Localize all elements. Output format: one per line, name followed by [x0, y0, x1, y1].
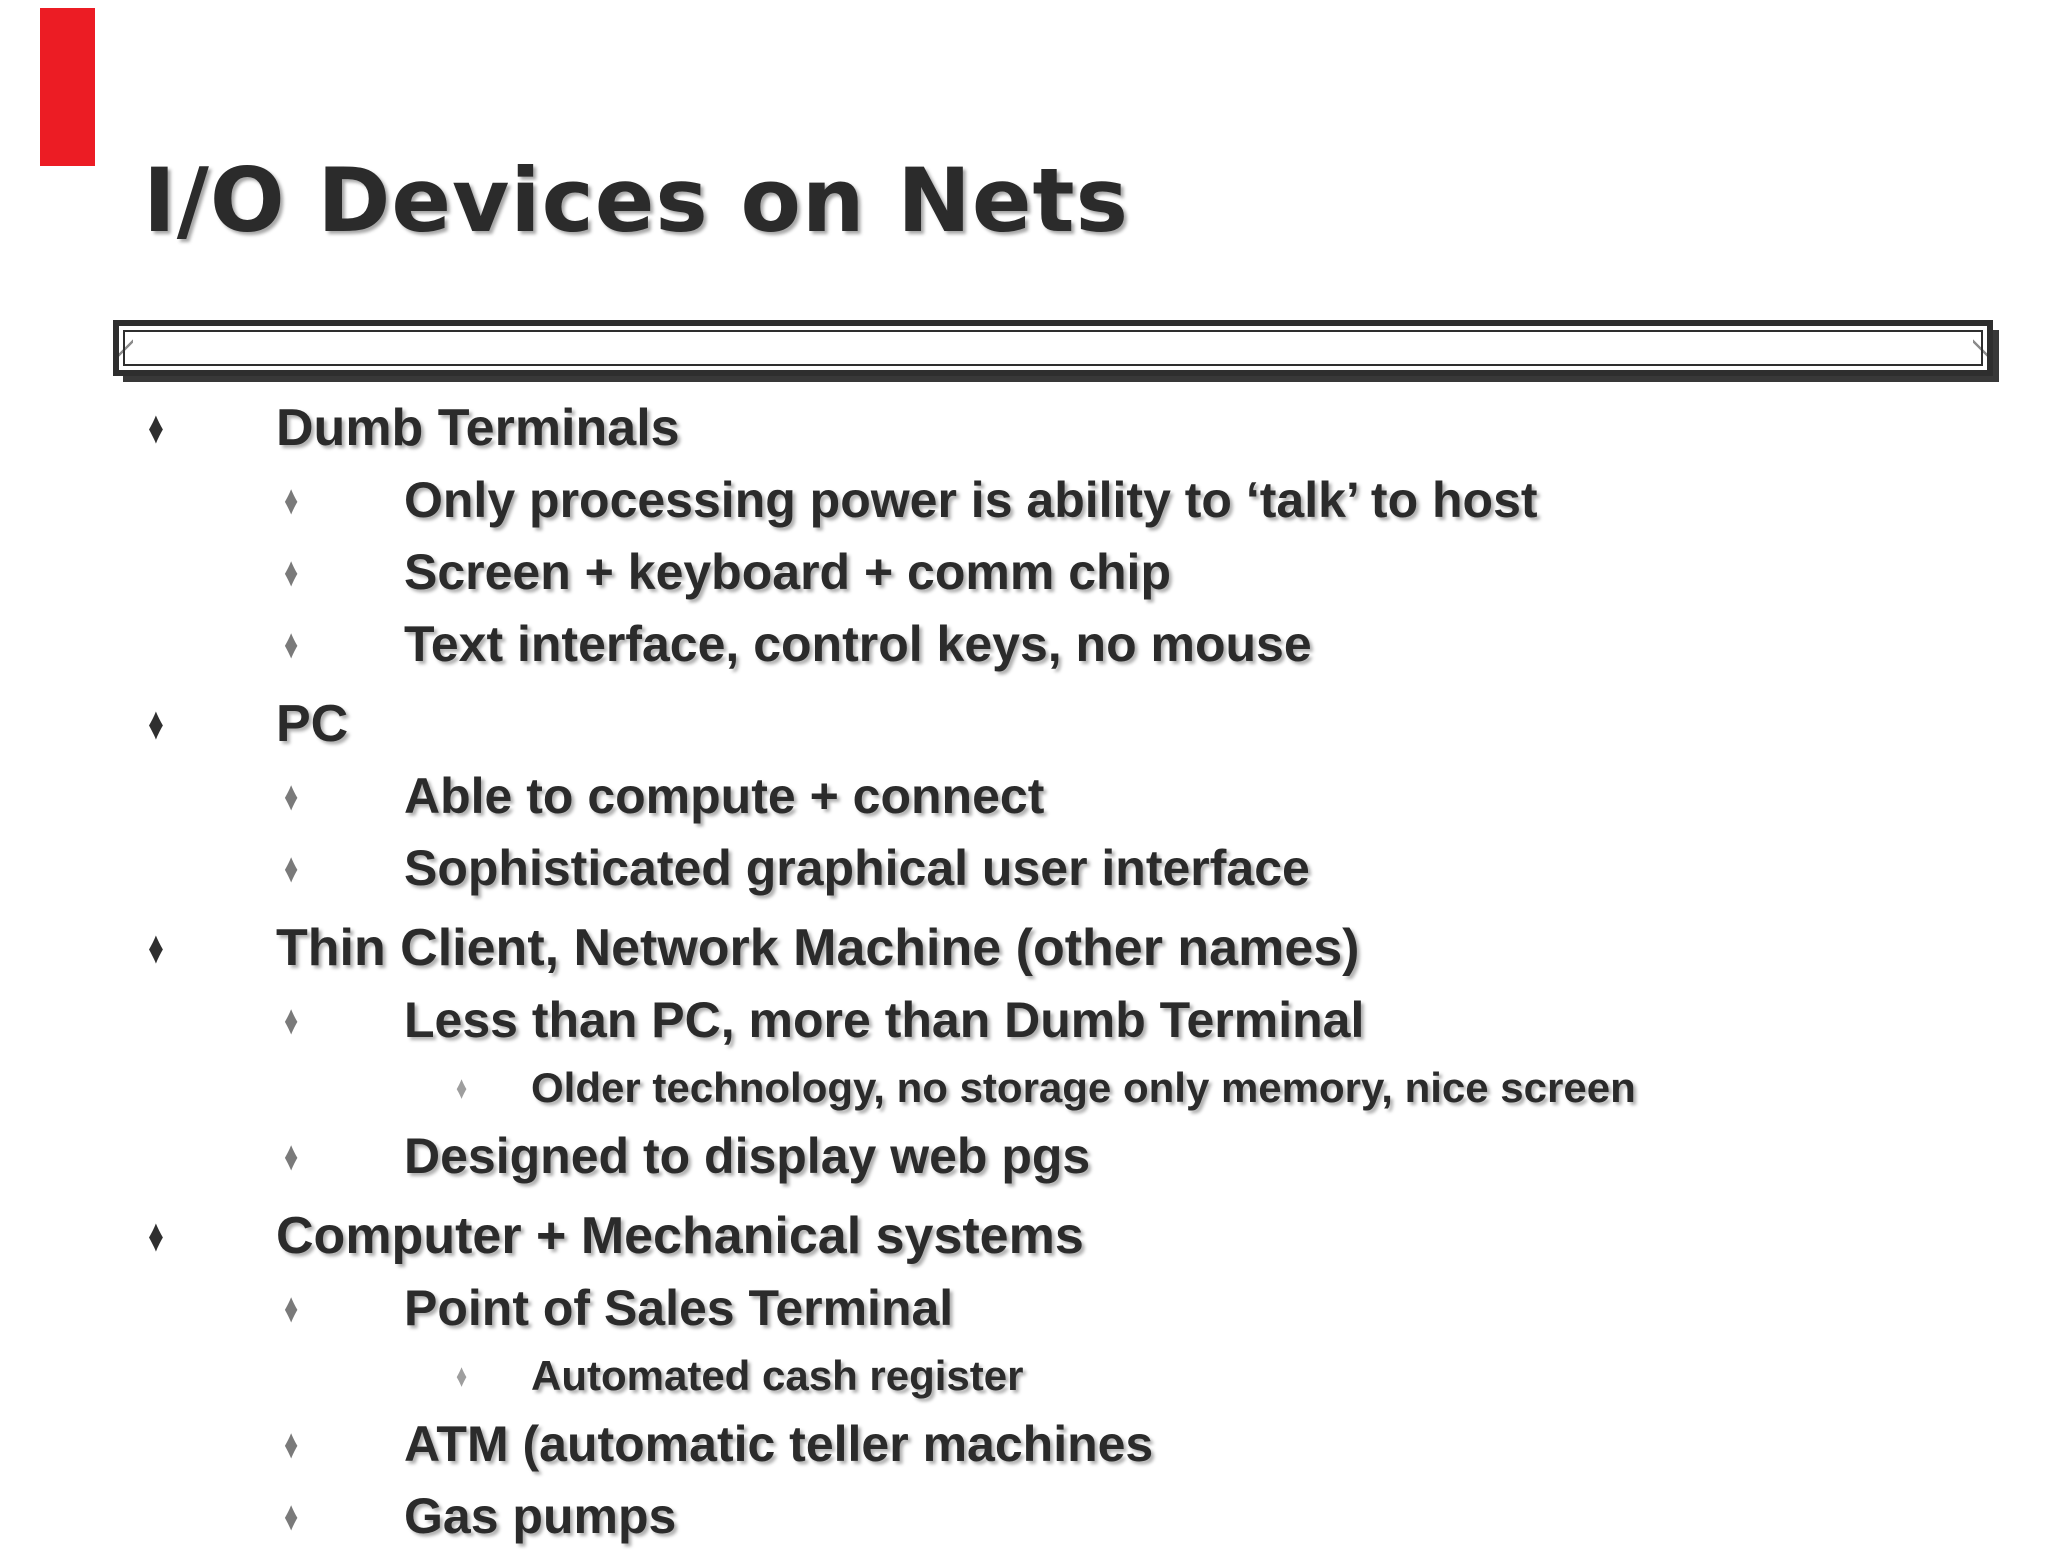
bullet-row-level1: ♦ Thin Client, Network Machine (other nam…: [0, 912, 2048, 984]
diamond-bullet-icon: ♦: [284, 1491, 299, 1539]
divider-bar: [113, 320, 1993, 376]
diamond-bullet-icon: ♦: [456, 1069, 468, 1106]
bullet-row-level2: ♦ Only processing power is ability to ‘ta…: [0, 464, 2048, 536]
bullet-list: ♦ Dumb Terminals ♦ Only processing power is…: [0, 392, 2048, 1552]
bullet-row-level2: ♦ Screen + keyboard + comm chip: [0, 536, 2048, 608]
bullet-text: Automated cash register: [531, 1352, 1024, 1399]
bullet-row-level2: ♦ Able to compute + connect: [0, 760, 2048, 832]
bullet-text: Thin Client, Network Machine (other name…: [276, 919, 1360, 977]
divider-bevel-right: [1973, 326, 1987, 370]
bullet-row-level2: ♦ Sophisticated graphical user interface: [0, 832, 2048, 904]
diamond-bullet-icon: ♦: [148, 402, 164, 454]
bullet-row-level2: ♦ Less than PC, more than Dumb Terminal: [0, 984, 2048, 1056]
divider-bevel-left: [119, 326, 133, 370]
bullet-row-level1: ♦ Dumb Terminals: [0, 392, 2048, 464]
bullet-text: Sophisticated graphical user interface: [404, 840, 1310, 896]
bullet-row-level2: ♦ Point of Sales Terminal: [0, 1272, 2048, 1344]
bullet-row-level3: ♦ Automated cash register: [0, 1344, 2048, 1408]
diamond-bullet-icon: ♦: [148, 922, 164, 974]
bullet-row-level1: ♦ PC: [0, 688, 2048, 760]
bullet-text: Able to compute + connect: [404, 768, 1045, 824]
diamond-bullet-icon: ♦: [284, 1283, 299, 1331]
diamond-bullet-icon: ♦: [284, 1131, 299, 1179]
bullet-text: ATM (automatic teller machines: [404, 1416, 1154, 1472]
bullet-row-level2: ♦ ATM (automatic teller machines: [0, 1408, 2048, 1480]
bullet-text: Text interface, control keys, no mouse: [404, 616, 1312, 672]
bullet-row-level2: ♦ Text interface, control keys, no mouse: [0, 608, 2048, 680]
divider-bar-inner: [123, 330, 1983, 366]
bullet-row-level2: ♦ Designed to display web pgs: [0, 1120, 2048, 1192]
bullet-row-level1: ♦ Computer + Mechanical systems: [0, 1200, 2048, 1272]
bullet-text: PC: [276, 695, 349, 753]
diamond-bullet-icon: ♦: [284, 1419, 299, 1467]
bullet-text: Point of Sales Terminal: [404, 1280, 954, 1336]
bullet-row-level3: ♦ Older technology, no storage only memor…: [0, 1056, 2048, 1120]
bullet-text: Computer + Mechanical systems: [276, 1207, 1084, 1265]
diamond-bullet-icon: ♦: [284, 771, 299, 819]
diamond-bullet-icon: ♦: [284, 475, 299, 523]
bullet-text: Screen + keyboard + comm chip: [404, 544, 1171, 600]
bullet-text: Designed to display web pgs: [404, 1128, 1091, 1184]
diamond-bullet-icon: ♦: [284, 547, 299, 595]
red-accent-mark: [40, 8, 95, 166]
diamond-bullet-icon: ♦: [284, 995, 299, 1043]
diamond-bullet-icon: ♦: [456, 1357, 468, 1394]
diamond-bullet-icon: ♦: [284, 843, 299, 891]
bullet-row-level2: ♦ Gas pumps: [0, 1480, 2048, 1552]
slide-title: I/O Devices on Nets: [143, 149, 1129, 252]
bullet-text: Older technology, no storage only memory…: [531, 1064, 1636, 1111]
diamond-bullet-icon: ♦: [148, 698, 164, 750]
bullet-text: Only processing power is ability to ‘tal…: [404, 472, 1538, 528]
bullet-text: Less than PC, more than Dumb Terminal: [404, 992, 1365, 1048]
bullet-text: Gas pumps: [404, 1488, 677, 1544]
bullet-text: Dumb Terminals: [276, 399, 680, 457]
diamond-bullet-icon: ♦: [148, 1210, 164, 1262]
diamond-bullet-icon: ♦: [284, 619, 299, 667]
